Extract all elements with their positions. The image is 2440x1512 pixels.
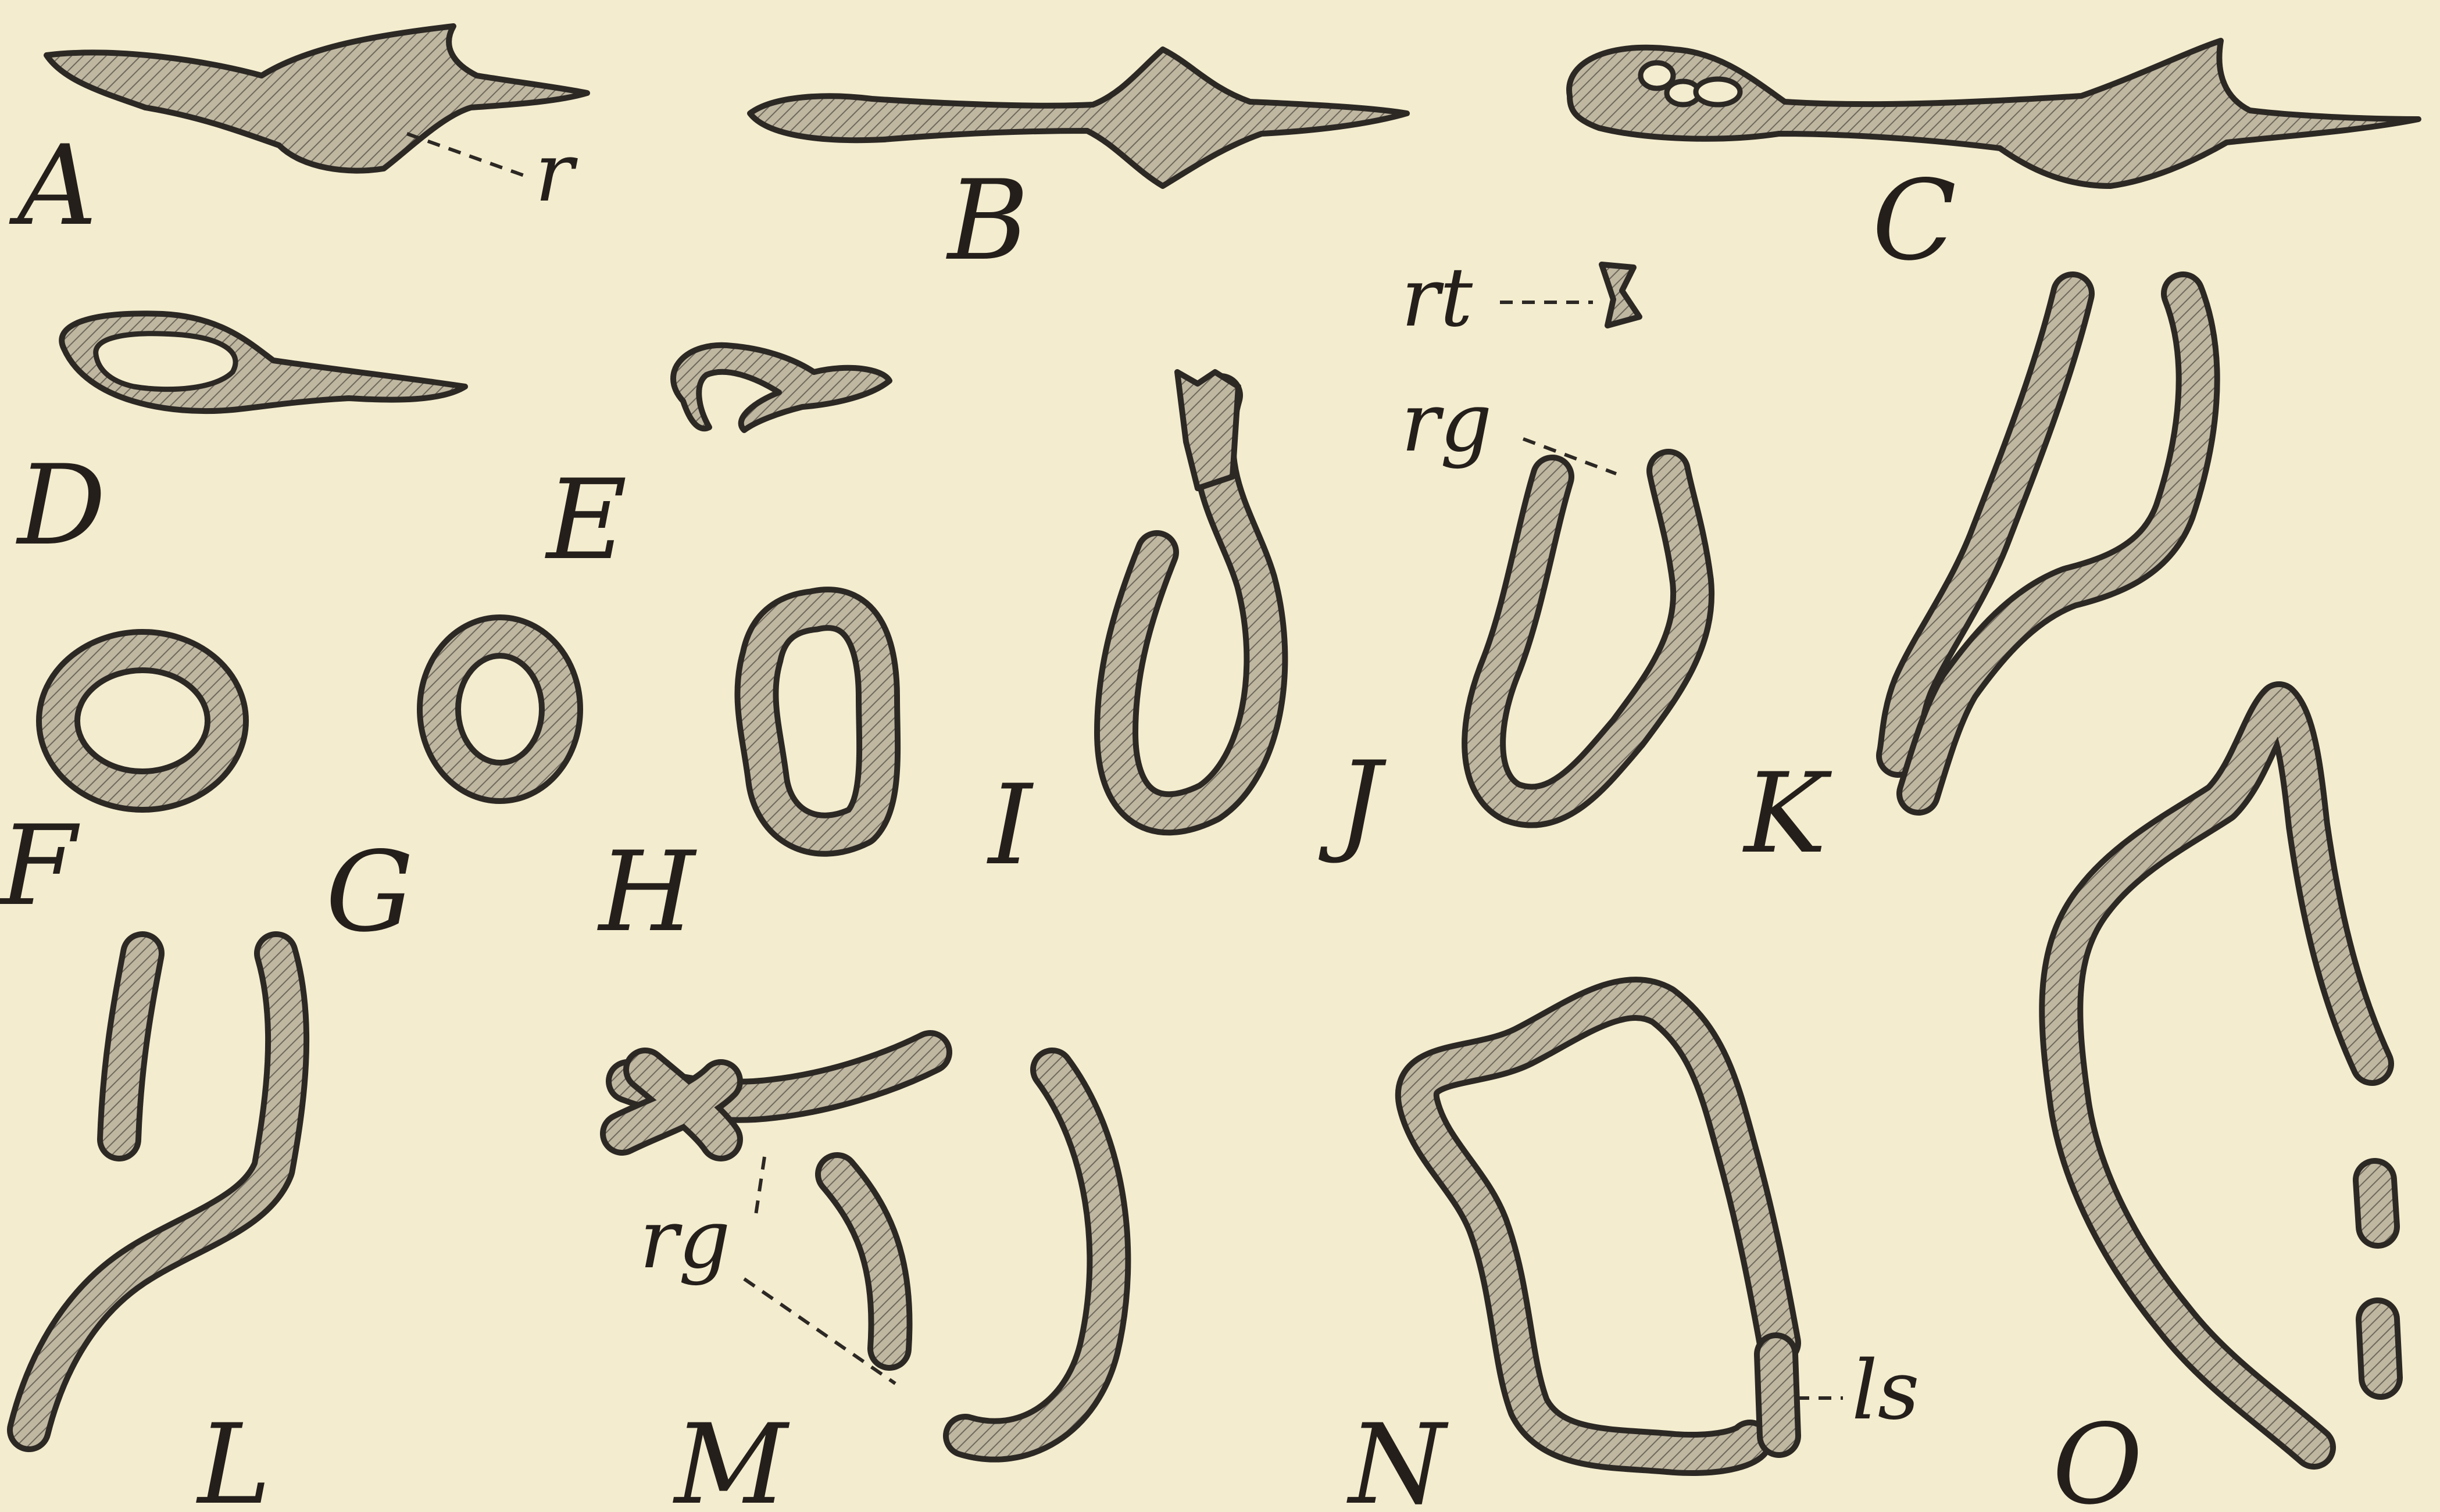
section-l-band-long-fill: [29, 953, 287, 1430]
section-b-shape: [750, 49, 1407, 186]
section-c-void-3: [1696, 79, 1740, 105]
section-n-band-fill: [1417, 999, 1779, 1454]
label-rg-j: rg: [1401, 376, 1492, 470]
rt-fragment: [1602, 264, 1639, 326]
label-r: r: [535, 126, 578, 220]
leader-r: [407, 134, 529, 177]
panel-letter-a: A: [9, 121, 97, 250]
section-i-top: [1177, 372, 1238, 488]
panel-letter-e: E: [545, 456, 627, 584]
section-a-shape: [47, 26, 587, 171]
section-c-shape: [1569, 41, 2418, 186]
label-rt: rt: [1401, 251, 1473, 345]
section-o-fragment-2-fill: [2378, 1320, 2381, 1378]
panel-letter-i: I: [987, 761, 1034, 889]
panel-letter-k: K: [1742, 749, 1832, 878]
label-rg-m: rg: [640, 1192, 731, 1287]
panel-letter-m: M: [673, 1400, 790, 1512]
label-ls: ls: [1852, 1343, 1920, 1438]
panel-letter-f: F: [0, 802, 80, 930]
panel-letter-j: J: [1319, 738, 1387, 866]
panel-letter-n: N: [1346, 1400, 1449, 1512]
section-o-fragment-1-fill: [2375, 1180, 2378, 1227]
panel-letter-o: O: [2052, 1400, 2143, 1512]
section-e-shape: [673, 345, 889, 430]
panel-letter-c: C: [1872, 156, 1956, 285]
leader-rg-m-up: [756, 1157, 764, 1215]
panel-letter-h: H: [597, 828, 697, 956]
panel-letter-g: G: [326, 828, 414, 956]
section-d-void: [96, 334, 235, 389]
panel-letter-l: L: [196, 1400, 271, 1512]
panel-letter-d: D: [16, 441, 106, 570]
panel-letter-b: B: [946, 156, 1029, 285]
section-n-ls-fragment-fill: [1776, 1354, 1779, 1436]
